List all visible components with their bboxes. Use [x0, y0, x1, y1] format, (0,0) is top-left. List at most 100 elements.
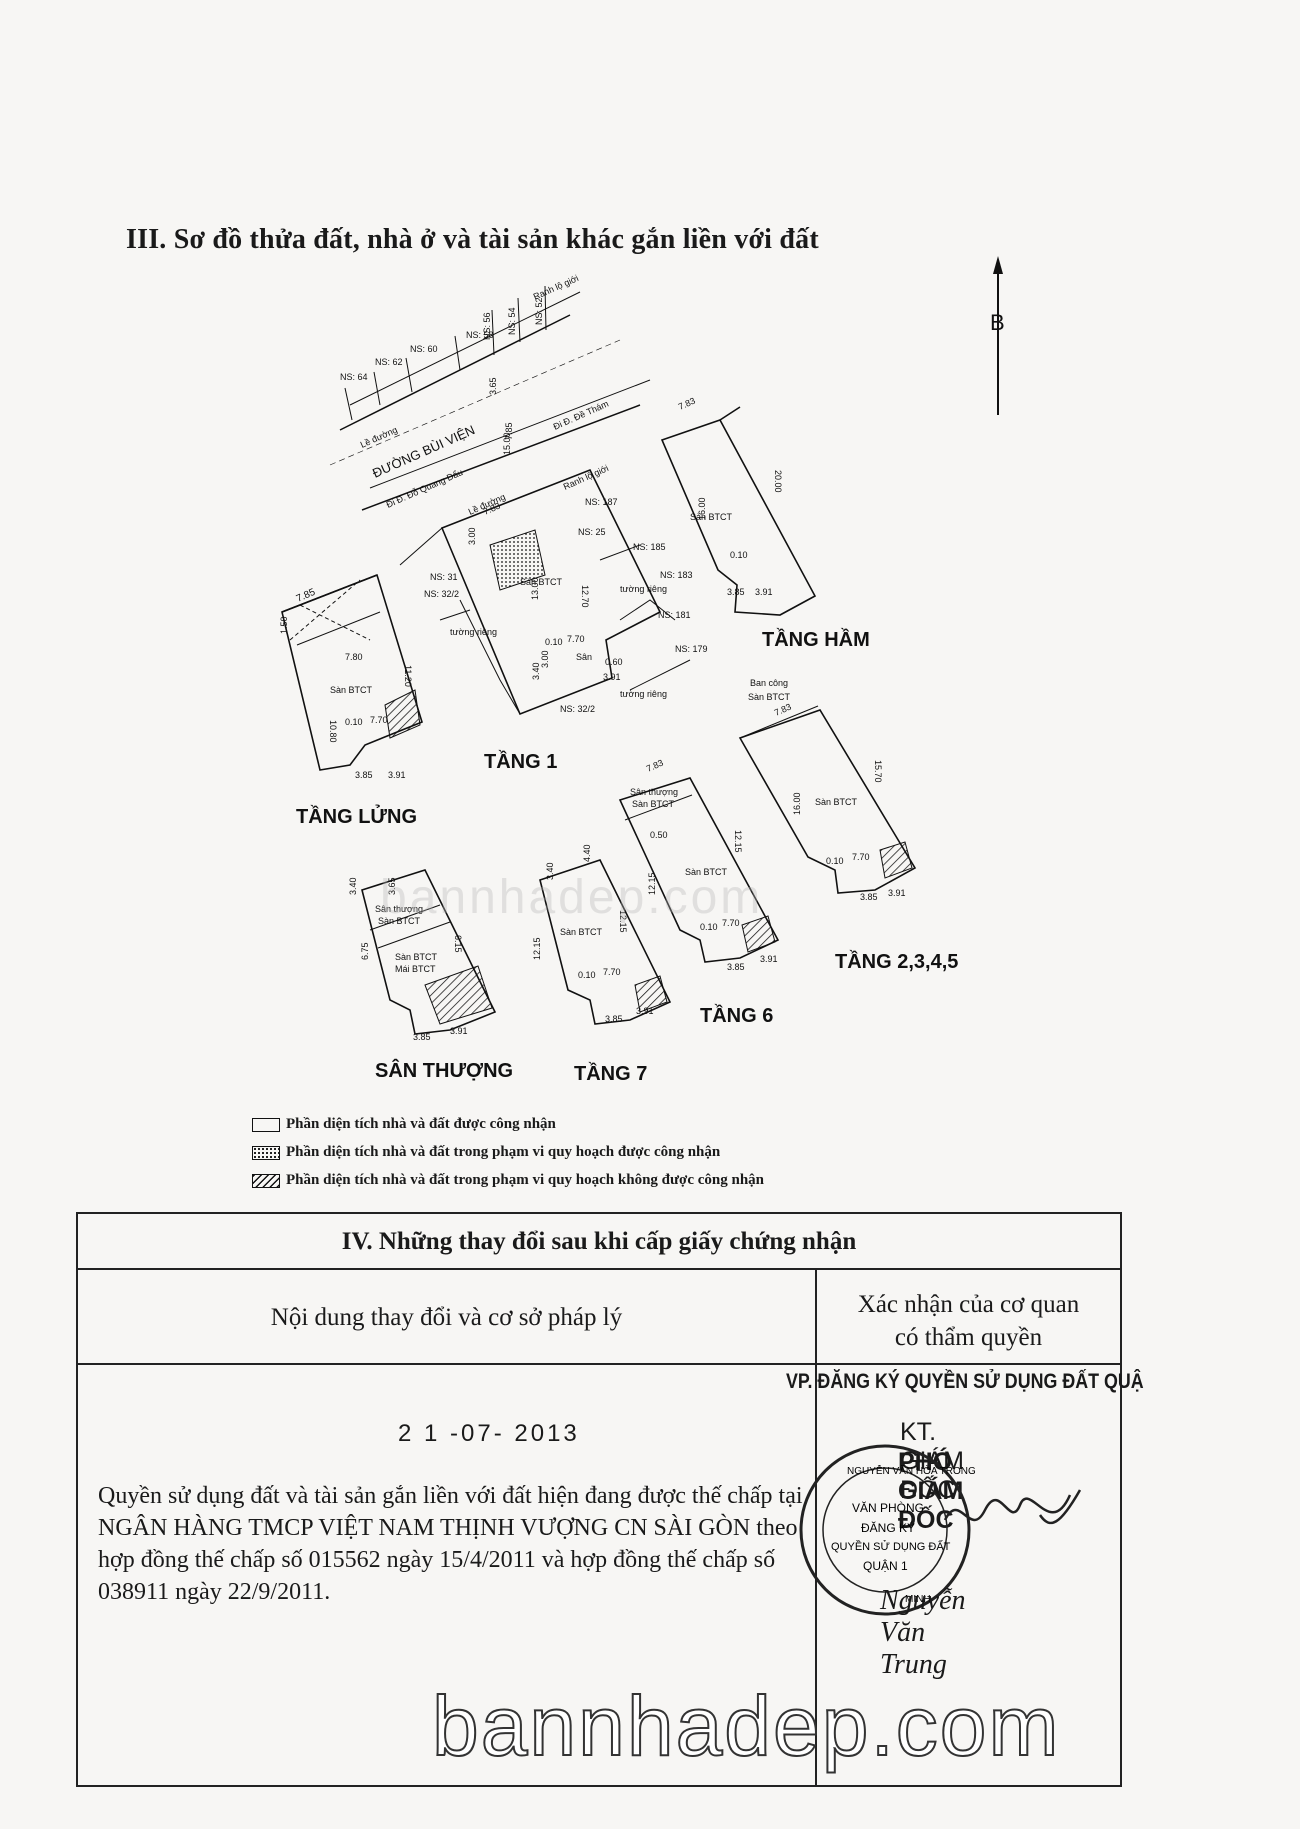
- legend-dots-swatch: [252, 1145, 280, 1160]
- official-stamp-icon: NGUYỄN VĂN HÒA TRONG VĂN PHÒNG ĐĂNG KÝ Q…: [799, 1444, 975, 1616]
- dim-label: 7.83: [677, 396, 697, 412]
- basement-label: TẦNG HẦM: [762, 628, 870, 651]
- street-lines: [329, 291, 651, 511]
- dim-label: 1.50: [279, 616, 289, 634]
- svg-text:ĐĂNG KÝ: ĐĂNG KÝ: [861, 1520, 915, 1535]
- dim-label: 3.91: [760, 954, 778, 964]
- neighbor-label: NS: 60: [410, 344, 438, 354]
- dim-label: 16.00: [792, 792, 802, 815]
- dim-label: 3.40: [545, 862, 555, 880]
- floor-1-plan: [399, 468, 691, 716]
- private-wall-label: tường riêng: [450, 627, 497, 637]
- svg-text:QUYỀN SỬ DỤNG ĐẤT: QUYỀN SỬ DỤNG ĐẤT: [831, 1540, 951, 1553]
- dim-label: 3.91: [888, 888, 906, 898]
- floor-1-label: TẦNG 1: [484, 750, 557, 773]
- dim-label: 3.91: [636, 1006, 654, 1016]
- dim-label: 3.85: [727, 962, 745, 972]
- dim-label: 7.83: [645, 758, 665, 774]
- signer-name: Nguyễn Văn Trung: [880, 1585, 966, 1680]
- rooftop-plan: [361, 869, 497, 1035]
- street-width-a: 15.00: [502, 432, 512, 455]
- floor-2-5-plan: [738, 705, 917, 894]
- legend-item: Phần diện tích nhà và đất trong phạm vi …: [252, 1172, 764, 1189]
- dim-label: 10.80: [328, 720, 338, 743]
- dim-label: 7.83: [773, 702, 793, 718]
- floor-7-plan: [539, 859, 672, 1025]
- terrace-label: Sân thượng: [375, 904, 423, 914]
- dim-label: 3.91: [388, 770, 406, 780]
- roof-material: Mái BTCT: [395, 964, 436, 974]
- floor-material: Sàn BTCT: [748, 692, 791, 702]
- mezzanine-plan: [281, 573, 423, 771]
- dim-label: 3.00: [467, 527, 477, 545]
- floor-6-label: TẦNG 6: [700, 1004, 773, 1027]
- yard-label: Sân: [576, 652, 592, 662]
- dim-label: 0.10: [578, 970, 596, 980]
- dim-label: 12.70: [580, 585, 590, 608]
- dim-label: 20.00: [773, 470, 783, 493]
- dim-label: 6.75: [360, 942, 370, 960]
- change-date: 2 1 -07- 2013: [398, 1420, 580, 1447]
- floor-material: Sàn BTCT: [378, 916, 421, 926]
- dim-label: 3.85: [727, 587, 745, 597]
- office-name: VP. ĐĂNG KÝ QUYỀN SỬ DỤNG ĐẤT QUẬ: [786, 1370, 1144, 1393]
- change-content-cell: 2 1 -07- 2013 Quyền sử dụng đất và tài s…: [78, 1365, 817, 1785]
- dim-label: 7.70: [567, 634, 585, 644]
- signature-scribble: [943, 1489, 1082, 1525]
- section-3-title: III. Sơ đồ thửa đất, nhà ở và tài sản kh…: [126, 224, 819, 255]
- column-header-confirmation: Xác nhận của cơ quan có thẩm quyền: [817, 1270, 1120, 1365]
- dim-label: 7.70: [722, 918, 740, 928]
- rooftop-label: SÂN THƯỢNG: [375, 1058, 513, 1082]
- street-sidewalk-top: Lề đường: [359, 425, 399, 450]
- floor-material: Sàn BTCT: [395, 952, 438, 962]
- dim-label: 0.10: [730, 550, 748, 560]
- neighbor-label: NS: 62: [375, 357, 403, 367]
- neighbor-label: NS: 56: [482, 312, 492, 340]
- north-label: B: [990, 310, 1005, 335]
- neighbor-label: NS: 54: [507, 307, 517, 335]
- dim-label: 3.91: [603, 672, 621, 682]
- svg-text:QUẬN 1: QUẬN 1: [863, 1558, 908, 1573]
- svg-text:NGUYỄN VĂN HÒA TRONG: NGUYỄN VĂN HÒA TRONG: [847, 1464, 975, 1477]
- dim-label: 3.91: [450, 1026, 468, 1036]
- neighbor-label: NS: 25: [578, 527, 606, 537]
- balcony-label: Ban công: [750, 678, 788, 688]
- dim-label: 4.40: [582, 844, 592, 862]
- dim-label: 13.00: [530, 577, 540, 600]
- dim-label: 11.20: [403, 665, 413, 687]
- dim-label: 12.15: [733, 830, 743, 853]
- dim-label: 0.10: [700, 922, 718, 932]
- svg-text:MINH: MINH: [905, 1594, 931, 1605]
- dim-label: 15.70: [873, 760, 883, 783]
- dim-label: 3.65: [387, 877, 397, 895]
- watermark: bannhadep.com: [431, 1678, 1061, 1774]
- street-width-b: 7.85: [504, 422, 514, 440]
- watermark-faint: bannhadep.com: [380, 871, 764, 924]
- street-width-c: 3.65: [488, 377, 498, 395]
- dim-label: 3.85: [860, 892, 878, 902]
- floor-2-5-label: TẦNG 2,3,4,5: [835, 950, 958, 973]
- changes-table: IV. Những thay đổi sau khi cấp giấy chứn…: [76, 1212, 1122, 1787]
- dim-label: 0.60: [605, 657, 623, 667]
- dim-label: 12.15: [532, 937, 542, 960]
- floor-material: Sàn BTCT: [520, 577, 563, 587]
- floor-material: Sàn BTCT: [690, 512, 733, 522]
- dim-label: 3.91: [755, 587, 773, 597]
- svg-text:VĂN PHÒNG: VĂN PHÒNG: [852, 1500, 924, 1515]
- legend-hatch-swatch: [252, 1173, 280, 1188]
- neighbor-label: NS: 52: [534, 297, 544, 325]
- floor-material: Sàn BTCT: [560, 927, 603, 937]
- floor-material: Sàn BTCT: [330, 685, 373, 695]
- neighbor-label: NS: 58: [466, 330, 494, 340]
- dim-label: 3.40: [348, 877, 358, 895]
- dim-label: 7.80: [345, 652, 363, 662]
- dim-label: 12.15: [647, 872, 657, 895]
- change-description: Quyền sử dụng đất và tài sản gắn liền vớ…: [98, 1483, 803, 1605]
- dim-label: 3.85: [413, 1032, 431, 1042]
- legend-item: Phần diện tích nhà và đất được công nhận: [252, 1116, 556, 1133]
- terrace-label: Sân thượng: [630, 787, 678, 797]
- mezzanine-label: TẦNG LỬNG: [296, 804, 417, 828]
- dim-label: 16.00: [697, 497, 707, 520]
- floor-6-plan: [618, 777, 780, 963]
- dim-label: 0.10: [826, 856, 844, 866]
